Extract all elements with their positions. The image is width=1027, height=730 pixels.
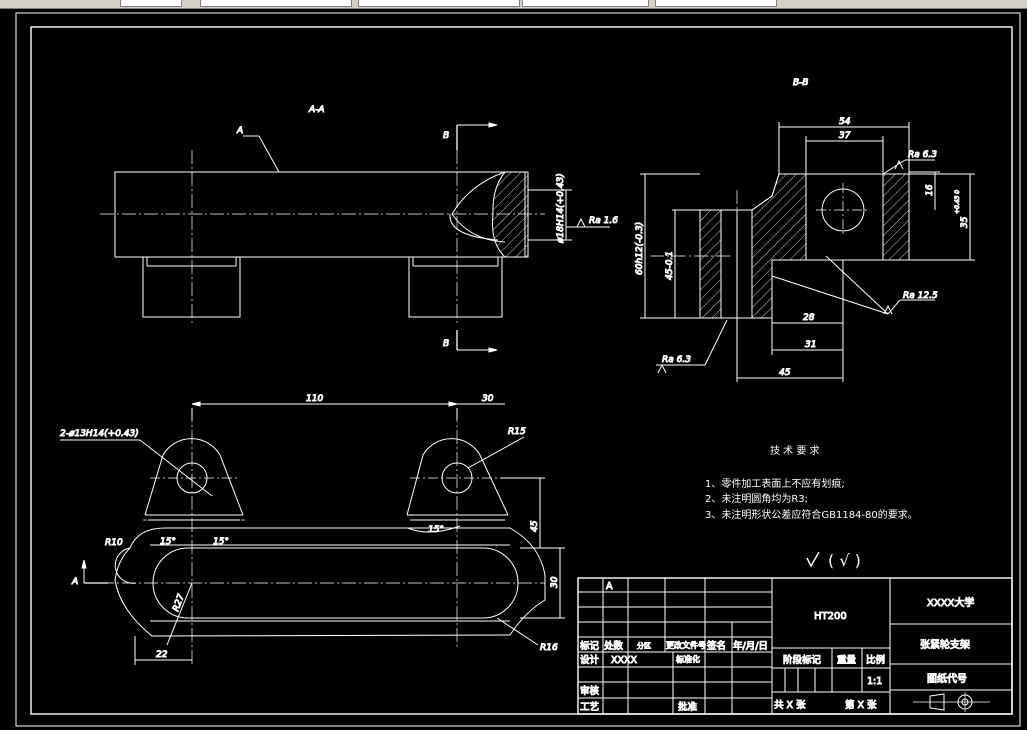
tech-req-1: 1、零件加工表面上不应有划痕; xyxy=(705,477,845,490)
section-bb-view[interactable]: B-B 54 37 35 +0.43 0 16 60h12(-0.3) xyxy=(635,78,975,382)
dim-35: 35 xyxy=(960,216,970,228)
tb-col-qty: 处数 xyxy=(604,640,624,652)
angle-15-a: 15° xyxy=(160,537,176,547)
tech-title: 技 术 要 求 xyxy=(770,444,820,457)
tb-col-zone: 分区 xyxy=(637,641,651,650)
toolbar-combo-3[interactable] xyxy=(358,0,520,7)
tech-req-2: 2、未注明圆角均为R3; xyxy=(705,492,808,505)
dim-60h12: 60h12(-0.3) xyxy=(635,222,645,275)
tb-col-doc: 更改文件号 xyxy=(666,640,706,650)
hole-diameter-callout: ø18H14(+0.43) xyxy=(556,173,566,244)
tech-req-3: 3、未注明形状公差应符合GB1184-80的要求。 xyxy=(705,508,918,521)
roughness-ra-12-5: Ra 12.5 xyxy=(903,291,938,301)
dim-110: 110 xyxy=(306,394,323,404)
tb-review: 审核 xyxy=(580,685,600,697)
roughness-general-symbol: ( √ ) xyxy=(828,551,861,570)
tb-sheet-no: 第 X 张 xyxy=(845,699,877,711)
tb-stage: 阶段标记 xyxy=(783,654,822,666)
tb-col-sign: 签名 xyxy=(707,640,726,652)
dim-28: 28 xyxy=(803,313,815,323)
tb-material: HT200 xyxy=(814,611,847,622)
tb-design: 设计 xyxy=(580,654,600,666)
outer-sheet-border xyxy=(15,12,1021,727)
tb-small-a: A xyxy=(606,581,613,592)
angle-15-b: 15° xyxy=(213,537,229,547)
roughness-check-icon xyxy=(806,551,820,568)
holes-callout: 2-ø13H14(+0.43) xyxy=(60,429,139,439)
cut-label-b-bottom: B xyxy=(443,339,449,349)
dim-45-vert: 45 xyxy=(530,520,540,532)
dim-31: 31 xyxy=(805,340,816,350)
leader-label-a: A xyxy=(236,126,243,136)
tb-drawing-no: 图纸代号 xyxy=(927,672,967,685)
tb-part-name: 张紧轮支架 xyxy=(920,638,970,651)
roughness-ra-6-3-top: Ra 6.3 xyxy=(908,150,937,160)
section-bb-title: B-B xyxy=(793,78,808,88)
angle-15-c: 15° xyxy=(428,525,444,535)
dim-37: 37 xyxy=(839,131,851,141)
tb-designer: XXXX xyxy=(611,655,638,666)
toolbar-combo-4[interactable] xyxy=(522,0,649,7)
cut-label-a-plan: A xyxy=(71,577,78,587)
dim-16: 16 xyxy=(925,184,935,196)
dim-30-vert: 30 xyxy=(550,576,560,588)
tb-scale: 1:1 xyxy=(867,676,882,687)
dim-35-tolerance: +0.43 0 xyxy=(954,190,961,214)
tb-col-mark: 标记 xyxy=(580,640,600,652)
roughness-ra-6-3-bottom: Ra 6.3 xyxy=(662,355,691,365)
radius-r16: R16 xyxy=(540,643,558,653)
projection-symbol-icon xyxy=(913,692,990,712)
application-toolbar xyxy=(0,0,1027,9)
tb-standardize: 标准化 xyxy=(676,654,700,664)
radius-r15: R15 xyxy=(508,427,526,437)
dim-30-top: 30 xyxy=(482,394,494,404)
radius-r27: R27 xyxy=(171,593,187,613)
toolbar-combo-1[interactable] xyxy=(120,0,182,7)
section-aa-title: A-A xyxy=(308,105,325,115)
tb-approve: 批准 xyxy=(678,701,698,713)
technical-requirements: 技 术 要 求 1、零件加工表面上不应有划痕; 2、未注明圆角均为R3; 3、未… xyxy=(705,444,918,570)
plan-view[interactable]: 110 30 2-ø13H14(+0.43) R15 R10 15° 15° 1… xyxy=(60,394,565,665)
toolbar-combo-5[interactable] xyxy=(655,0,777,7)
inner-drawing-frame xyxy=(30,26,1013,715)
cut-label-b-top: B xyxy=(443,131,449,141)
cad-drawing-canvas[interactable]: A-A A B B ø18H14(+0.43) R xyxy=(0,8,1027,730)
tb-university: XXXX大学 xyxy=(927,596,974,609)
roughness-ra-1-6: Ra 1.6 xyxy=(589,216,618,226)
tb-sheets: 共 X 张 xyxy=(774,700,806,711)
section-aa-view[interactable]: A-A A B B ø18H14(+0.43) R xyxy=(100,105,619,353)
tb-col-date: 年/月/日 xyxy=(733,640,768,652)
title-block: A 标记 处数 分区 更改文件号 签名 年/月/日 设计 XXXX 标准化 审核… xyxy=(577,577,1013,715)
tb-weight: 重量 xyxy=(837,654,857,666)
dim-54: 54 xyxy=(839,117,851,127)
tb-ratio: 比例 xyxy=(866,654,885,666)
dim-45-h: 45-0.1 xyxy=(665,251,675,280)
dim-45-bottom: 45 xyxy=(779,368,791,378)
radius-r10: R10 xyxy=(105,538,123,548)
dim-22: 22 xyxy=(156,650,168,660)
toolbar-combo-2[interactable] xyxy=(200,0,352,7)
tb-process: 工艺 xyxy=(580,702,599,713)
